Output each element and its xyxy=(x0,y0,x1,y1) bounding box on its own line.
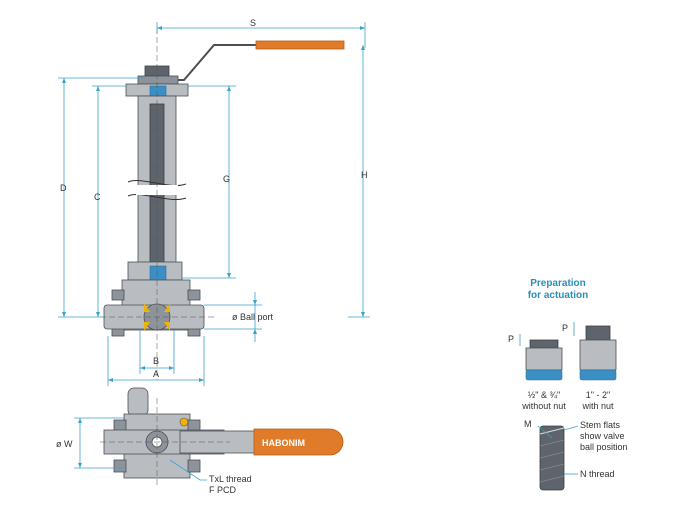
p-label-left: P xyxy=(508,334,514,344)
stem-flats-detail xyxy=(537,425,579,491)
top-view-marker xyxy=(179,417,189,427)
right-caption-line1: 1" - 2" xyxy=(586,390,610,400)
dim-s xyxy=(156,22,366,48)
dim-ball-port xyxy=(204,292,262,342)
dim-b xyxy=(139,330,175,374)
n-thread-label: N thread xyxy=(580,469,615,479)
top-washer xyxy=(137,75,179,85)
dim-c xyxy=(92,85,126,317)
dim-d-label: D xyxy=(60,183,67,193)
dim-w-label: ø W xyxy=(56,439,73,449)
actuation-title-line2: for actuation xyxy=(528,290,589,301)
seat-left xyxy=(144,303,150,312)
lever-stop xyxy=(127,387,149,417)
top-view-handle xyxy=(253,428,344,456)
thread-label: TxL thread xyxy=(209,474,252,484)
front-view xyxy=(100,28,345,380)
dim-a xyxy=(107,336,205,386)
actuation-title-line1: Preparation xyxy=(530,278,586,289)
brand-label: HABONIM xyxy=(262,438,305,448)
body-bolt-right-top xyxy=(187,289,201,301)
p-label-right: P xyxy=(562,323,568,333)
right-caption-line2: with nut xyxy=(581,401,614,411)
break-line-bottom xyxy=(127,194,187,200)
pcd-label: F PCD xyxy=(209,485,237,495)
dim-g-label: G xyxy=(223,174,230,184)
dim-w xyxy=(74,417,124,469)
dim-h xyxy=(348,45,370,318)
stem-note-line3: ball position xyxy=(580,442,628,452)
thread-leader xyxy=(169,459,207,481)
dim-c-label: C xyxy=(94,192,101,202)
left-caption-line1: ½" & ¾" xyxy=(528,390,560,400)
left-caption-line2: without nut xyxy=(521,401,566,411)
dim-a-label: A xyxy=(153,369,159,379)
body-bolt-left-top xyxy=(111,289,125,301)
ball-port-label: ø Ball port xyxy=(232,312,274,322)
m-label: M xyxy=(524,419,532,429)
dim-b-label: B xyxy=(153,356,159,366)
stem-with-nut xyxy=(573,322,617,381)
stem-note-line1: Stem flats xyxy=(580,420,621,430)
top-view xyxy=(100,387,344,488)
handle-grip xyxy=(255,40,345,50)
stem-without-nut xyxy=(519,334,563,381)
dim-d xyxy=(58,77,145,318)
seat-right xyxy=(164,303,170,312)
stem-note-line2: show valve xyxy=(580,431,625,441)
handle-lever xyxy=(158,44,258,81)
dim-g xyxy=(182,85,236,279)
dim-h-label: H xyxy=(361,170,368,180)
break-line-top xyxy=(127,180,187,186)
dim-s-label: S xyxy=(250,18,256,28)
